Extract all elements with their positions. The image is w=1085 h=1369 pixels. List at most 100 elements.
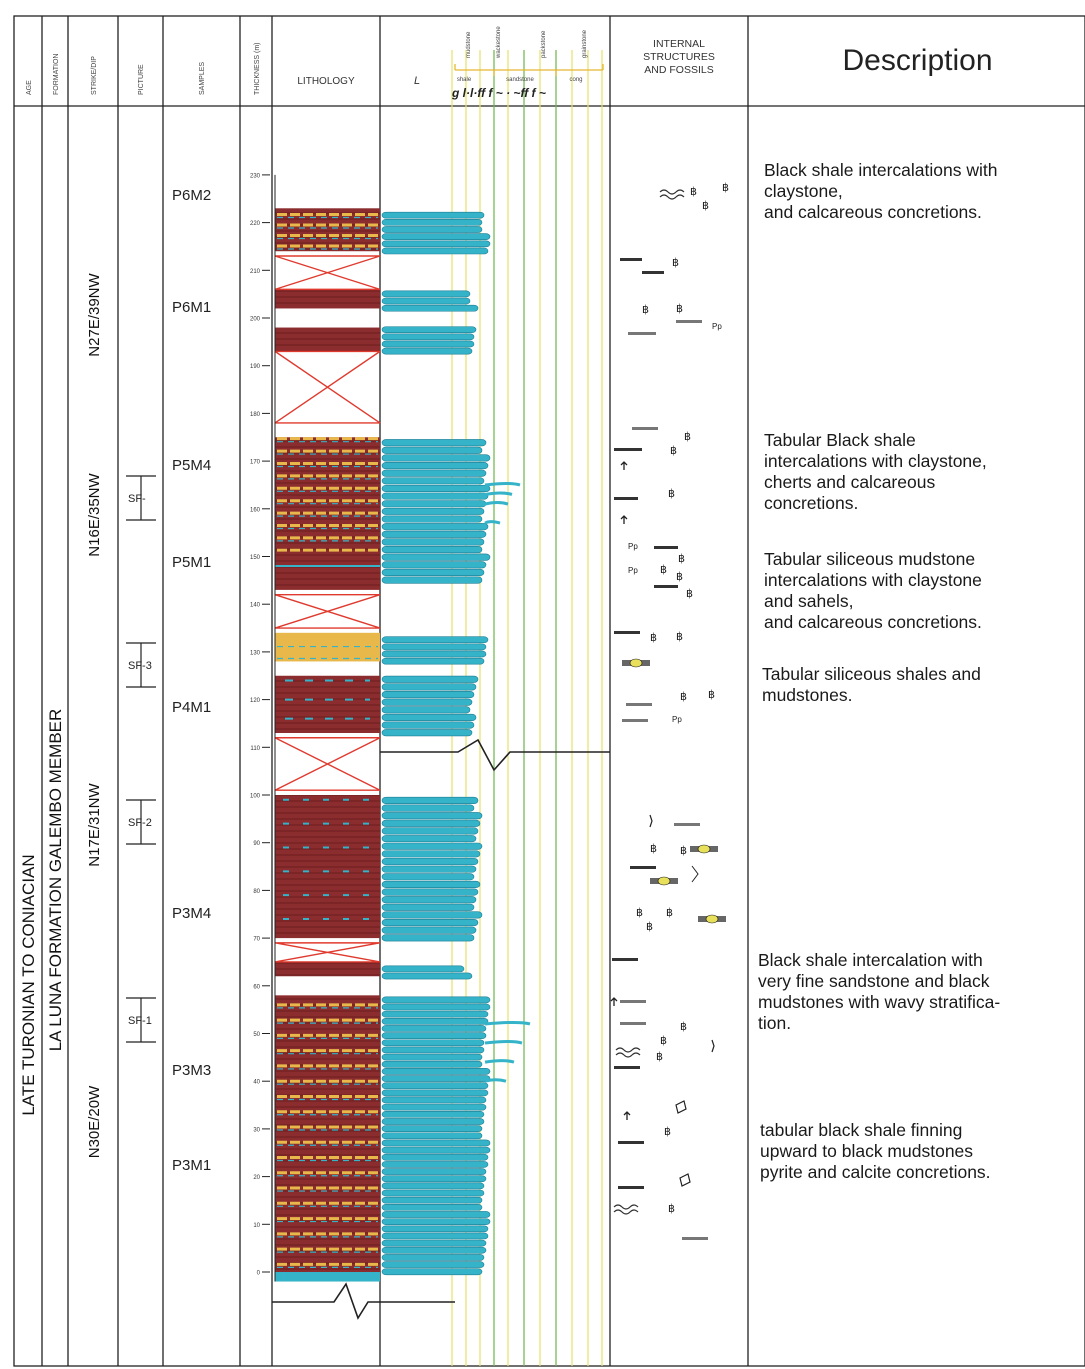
thickness-tick-label: 230 [250, 173, 261, 179]
covered-interval-cross [274, 593, 381, 629]
picture-bracket [126, 799, 156, 845]
grain-size-bar [381, 446, 483, 454]
fossil-icon: ฿ [678, 553, 685, 565]
shale-unit [275, 795, 380, 939]
grain-size-bar [381, 1060, 483, 1068]
grain-size-bar [381, 650, 487, 658]
grain-size-bar [381, 1053, 483, 1061]
fossil-icon: ฿ [646, 921, 653, 933]
grain-size-bar [381, 683, 477, 691]
grain-size-bar [381, 233, 491, 240]
grain-size-bar [381, 888, 479, 896]
arrow-up-icon [620, 515, 628, 524]
grain-size-bar [381, 812, 483, 820]
grain-size-bar [381, 996, 491, 1004]
sample-label: P6M2 [172, 187, 211, 204]
sample-label: P3M3 [172, 1062, 211, 1079]
grain-top-label: packstone [541, 30, 547, 58]
grain-size-bar [381, 454, 491, 462]
thickness-tick-label: 40 [253, 1080, 260, 1086]
grain-size-profile [381, 211, 531, 1276]
grain-size-bar [381, 1261, 485, 1268]
bedding-dash [620, 1000, 646, 1003]
grain-size-tail [484, 520, 501, 525]
grain-size-bar [381, 911, 483, 919]
strike-dip-label: N17E/31NW [86, 782, 103, 866]
grain-size-tail [484, 1059, 515, 1064]
picture-bracket [126, 475, 156, 521]
grain-size-bar [381, 439, 487, 447]
grain-size-tail [484, 1020, 531, 1026]
fossil-label: Pp [712, 322, 722, 331]
break-line-base [272, 1282, 455, 1320]
picture-bracket [126, 997, 156, 1043]
grain-size-bar [381, 713, 477, 721]
thickness-tick-label: 0 [257, 1271, 261, 1277]
fossil-icon: ฿ [642, 304, 649, 316]
grain-size-bar [381, 211, 485, 219]
fossil-icon: ฿ [660, 1035, 667, 1047]
thickness-tick-label: 70 [253, 937, 260, 943]
sample-label: P5M4 [172, 457, 211, 474]
grain-size-bar [381, 1003, 491, 1011]
picture-bracket [126, 642, 156, 688]
grain-size-bar [381, 484, 491, 493]
grain-size-bar [381, 657, 485, 665]
thickness-tick-label: 210 [250, 269, 261, 275]
thickness-tick-label: 20 [253, 1175, 260, 1181]
bedding-dash [622, 719, 648, 722]
grain-top-label: grainstone [582, 29, 588, 58]
grain-size-bracket [454, 64, 604, 76]
grain-size-bar [381, 827, 479, 835]
grain-size-bar [381, 530, 487, 538]
grain-size-bar [381, 1082, 489, 1090]
grain-size-bar [381, 1254, 485, 1261]
bedding-dash [612, 958, 638, 961]
shale-unit [275, 551, 380, 590]
thickness-tick-label: 110 [250, 746, 260, 752]
grain-size-bar [381, 1218, 491, 1225]
grain-size-bar [381, 247, 489, 255]
thickness-tick-label: 200 [250, 317, 261, 323]
sample-label: P3M4 [172, 905, 211, 922]
bedding-dash [674, 823, 700, 826]
picture-label: SF- [128, 493, 146, 505]
header-thickness: THICKNESS (m) [254, 43, 261, 96]
arrow-up-icon [620, 461, 628, 470]
thickness-tick-label: 170 [250, 460, 261, 466]
bedding-dash [642, 271, 664, 274]
description-block: Tabular siliceous shales and mudstones. [762, 664, 981, 705]
bedding-dash [614, 497, 638, 500]
grain-size-bar [381, 500, 487, 508]
concretion-icon [697, 844, 711, 854]
grain-size-bar [381, 1110, 485, 1118]
sample-label: P4M1 [172, 699, 211, 716]
fossil-icon: ฿ [650, 843, 657, 855]
thickness-tick-label: 160 [250, 507, 261, 513]
grain-size-bar [381, 340, 475, 348]
grain-size-tail [484, 481, 521, 487]
thickness-tick-label: 190 [250, 364, 261, 370]
grain-size-bar [381, 219, 483, 226]
bedding-dash [614, 448, 642, 451]
bedding-dash [676, 320, 702, 323]
grain-size-bar [381, 698, 473, 706]
grain-size-bar [381, 523, 489, 531]
grain-size-bar [381, 691, 475, 699]
description-block: Black shale intercalation with very fine… [758, 950, 1001, 1033]
covered-interval-cross [274, 255, 381, 291]
grain-size-bar [381, 1017, 489, 1025]
grain-size-bar [381, 1032, 487, 1039]
bedding-dash [630, 866, 656, 869]
grain-top-label: mudstone [466, 31, 472, 58]
grain-size-bar [381, 636, 489, 644]
fossil-icon: ฿ [702, 200, 709, 212]
grain-size-bar [381, 477, 485, 485]
fossil-label: Pp [672, 715, 682, 724]
internal-structures-fossils: ฿฿฿฿฿฿Pp฿฿฿Pp฿Pp฿฿฿฿฿฿฿Pp฿฿฿฿฿฿฿฿฿฿ [610, 182, 729, 1240]
grain-size-bar [381, 240, 491, 248]
grain-size-bar [381, 1246, 487, 1254]
wavy-lamination-icon [659, 189, 685, 200]
grain-size-bar [381, 1125, 483, 1132]
